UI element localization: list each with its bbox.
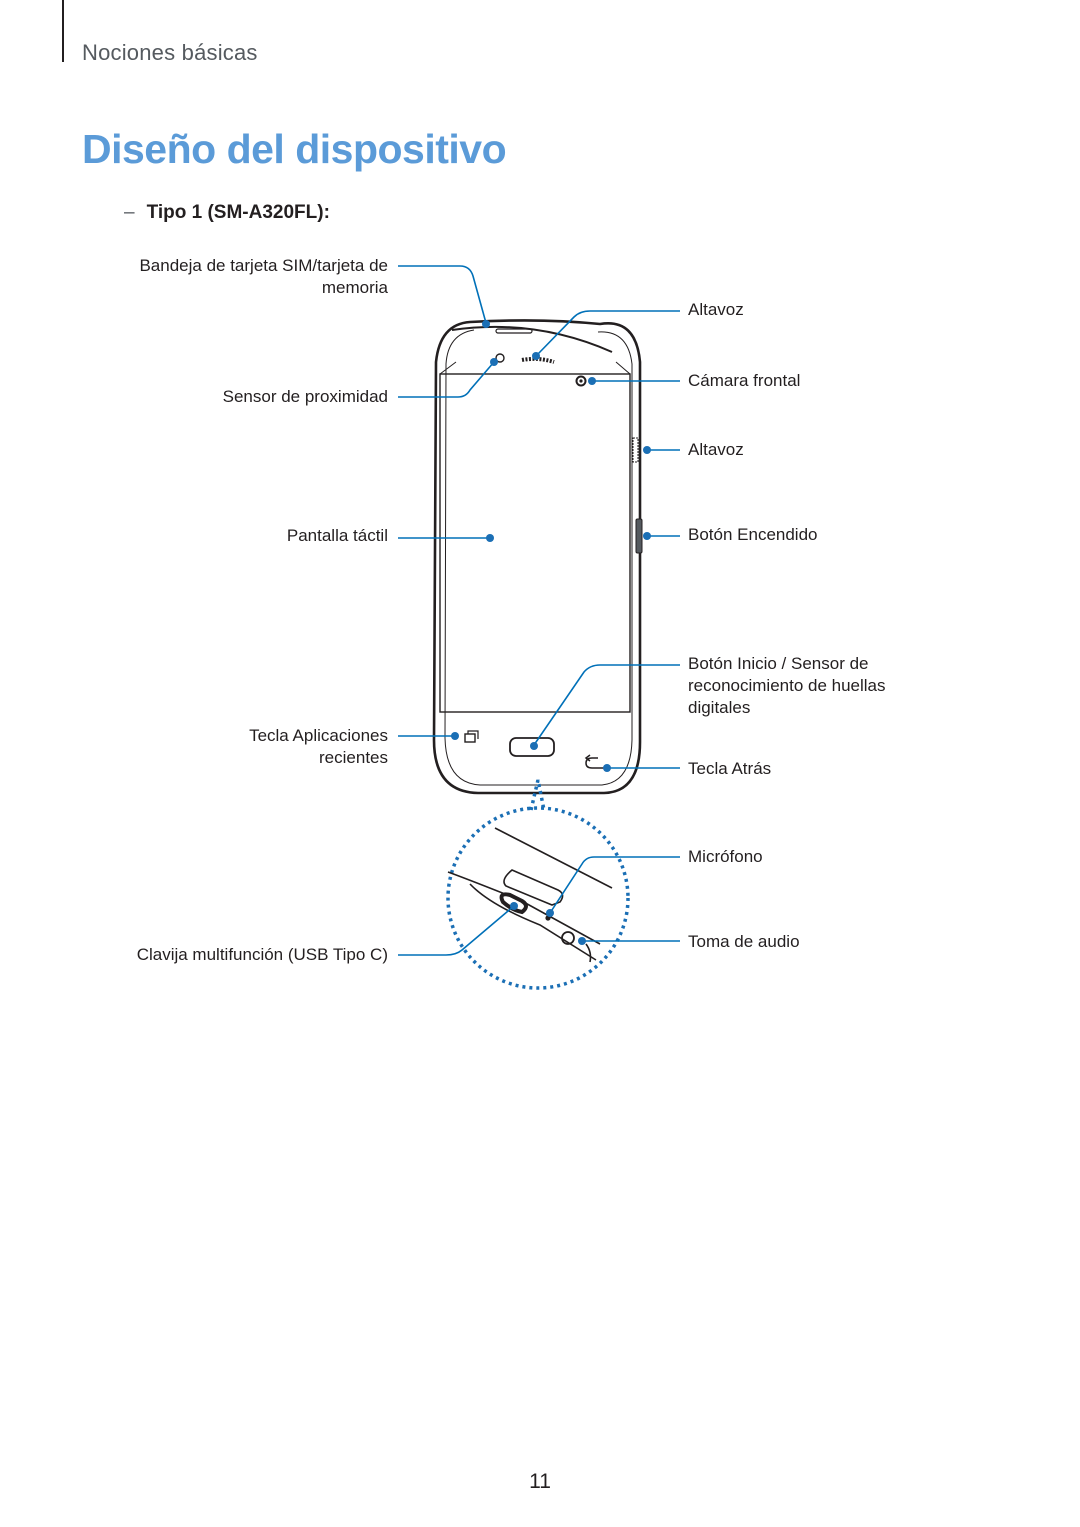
home-key-detail — [503, 869, 564, 906]
leader-speaker-top — [536, 310, 680, 356]
earpiece-grille — [521, 356, 555, 364]
leader-sim-tray — [398, 265, 487, 324]
phone-body — [432, 319, 642, 795]
phone-front-view — [432, 319, 643, 795]
phone-bottom-view — [447, 827, 613, 963]
label-touch-screen: Pantalla táctil — [286, 526, 388, 545]
label-sim-tray: Bandeja de tarjeta SIM/tarjeta de memori… — [139, 256, 388, 297]
power-button — [635, 518, 643, 554]
label-power-key: Botón Encendido — [688, 525, 818, 544]
page-number: 11 — [529, 1470, 551, 1493]
recent-apps-key-icon — [464, 733, 476, 743]
screen-corner-top — [439, 361, 631, 375]
label-multipurpose-jack: Clavija multifunción (USB Tipo C) — [136, 945, 388, 964]
label-back-key: Tecla Atrás — [688, 759, 772, 778]
label-front-camera: Cámara frontal — [688, 371, 801, 390]
label-speaker-top: Altavoz — [688, 300, 744, 319]
page-title: Diseño del dispositivo — [82, 126, 507, 172]
front-camera-lens — [575, 375, 587, 387]
audio-jack-hole — [561, 931, 575, 945]
header-rule — [62, 0, 64, 62]
back-key-icon — [584, 754, 604, 769]
leader-home — [533, 664, 680, 746]
touch-screen-area — [439, 373, 631, 713]
label-microphone: Micrófono — [688, 847, 763, 866]
phone-top-edge — [451, 325, 613, 353]
leader-usb — [398, 905, 515, 956]
zoom-indicator — [446, 779, 630, 990]
phone-body-inner-edge — [444, 329, 633, 786]
side-speaker-slots — [632, 437, 639, 463]
label-home-key: Botón Inicio / Sensor de reconocimiento … — [688, 654, 886, 717]
callout-lines — [398, 265, 680, 956]
subheading-dash: – — [124, 202, 135, 223]
leader-proximity — [398, 361, 495, 398]
label-proximity-sensor: Sensor de proximidad — [222, 387, 388, 406]
section-header: Nociones básicas — [82, 40, 258, 65]
home-key — [509, 737, 555, 757]
top-slot — [495, 328, 533, 334]
leader-mic — [549, 856, 680, 914]
proximity-sensor-hole — [495, 353, 505, 363]
label-audio-jack: Toma de audio — [688, 932, 800, 951]
label-recent-apps-key: Tecla Aplicaciones recientes — [249, 726, 388, 767]
model-subheading: –Tipo 1 (SM-A320FL): — [124, 202, 330, 224]
subheading-text: Tipo 1 (SM-A320FL): — [146, 202, 330, 223]
callout-dots — [451, 320, 651, 945]
label-speaker-side: Altavoz — [688, 440, 744, 459]
